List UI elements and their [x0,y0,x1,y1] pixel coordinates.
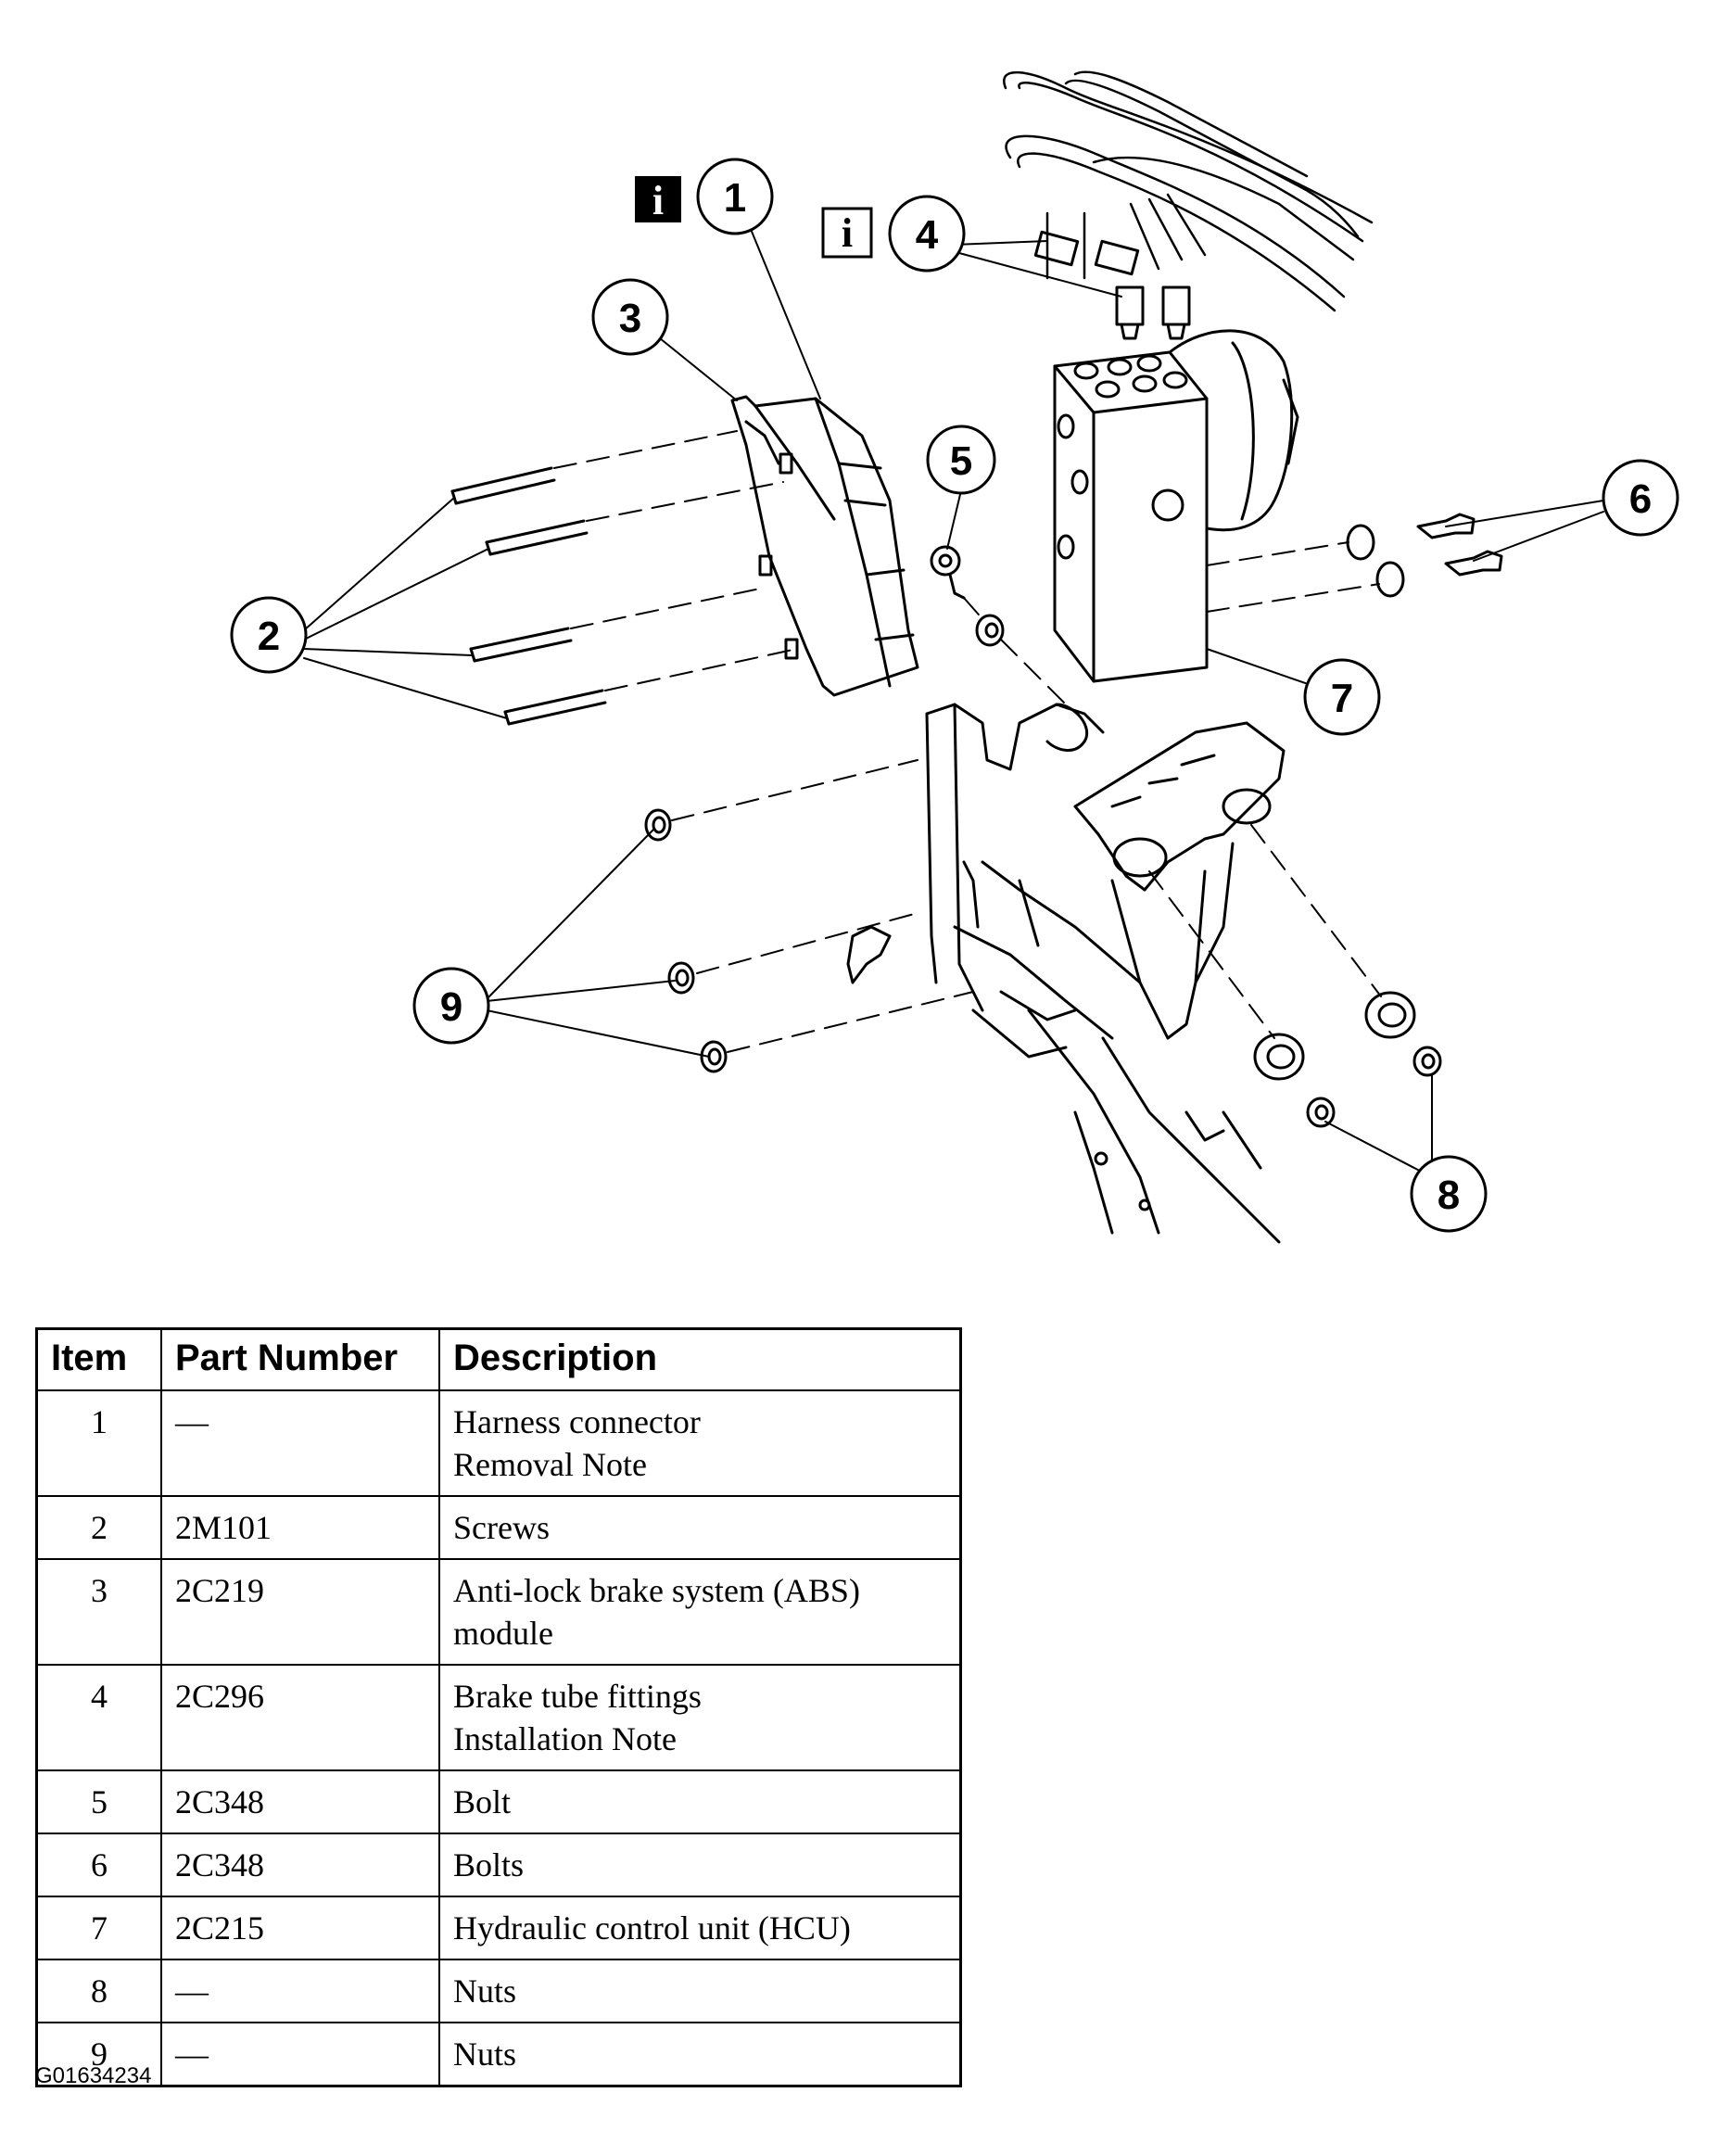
svg-text:i: i [652,178,664,223]
callout-9-label: 9 [440,984,462,1030]
description-cell: Bolts [438,1833,962,1897]
header-part-number: Part Number [160,1327,440,1391]
table-row: 7 2C215 Hydraulic control unit (HCU) [35,1896,962,1960]
item-cell: 7 [35,1896,162,1960]
description-text: Anti-lock brake system (ABS) [453,1572,860,1609]
item-cell: 2 [35,1495,162,1560]
nuts [644,808,1442,1128]
callout-7-label: 7 [1331,676,1353,721]
abs-module [730,395,919,697]
table-row: 3 2C219 Anti-lock brake system (ABS) modu… [35,1558,962,1666]
leader-lines [303,217,1604,1178]
description-note: module [453,1615,553,1652]
item-cell: 1 [35,1389,162,1497]
info-icon-dark: i [635,176,681,223]
callout-6-label: 6 [1629,476,1652,522]
alignment-lines [553,430,1382,1053]
callout-1-label: 1 [724,175,746,221]
description-note: Removal Note [453,1446,647,1483]
callout-circles [230,158,1679,1233]
description-cell: Bolt [438,1769,962,1834]
item-cell: 6 [35,1833,162,1897]
description-cell: Screws [438,1495,962,1560]
header-description: Description [438,1327,962,1391]
item-cell: 3 [35,1558,162,1666]
exploded-view-diagram: i i 1 2 3 4 5 6 7 8 9 [230,70,1679,1244]
part-number-cell: 2C348 [160,1833,440,1897]
hcu-bolts [930,513,1503,647]
part-number-cell: 2C215 [160,1896,440,1960]
table-row: 5 2C348 Bolt [35,1769,962,1834]
figure-id: G01634234 [35,2063,152,2088]
description-cell: Anti-lock brake system (ABS) module [438,1558,962,1666]
item-cell: 9 [35,2022,162,2087]
callout-2-label: 2 [258,614,280,659]
part-number-cell: — [160,2022,440,2087]
header-item: Item [35,1327,162,1391]
description-note: Installation Note [453,1720,677,1757]
part-number-cell: 2C296 [160,1664,440,1771]
info-icon-light: i [821,207,873,259]
callout-4-label: 4 [916,212,939,258]
item-cell: 8 [35,1959,162,2023]
parts-table: Item Part Number Description 1 — Harness… [35,1327,962,2087]
description-cell: Nuts [438,2022,962,2087]
part-number-cell: 2C348 [160,1769,440,1834]
abs-screws [450,466,607,726]
description-text: Brake tube fittings [453,1678,702,1715]
part-number-cell: — [160,1959,440,2023]
callout-8-label: 8 [1438,1173,1460,1218]
hcu-block [1053,329,1299,683]
svg-text:i: i [842,210,853,256]
table-row: 8 — Nuts [35,1959,962,2023]
description-cell: Nuts [438,1959,962,2023]
description-cell: Hydraulic control unit (HCU) [438,1896,962,1960]
callout-5-label: 5 [950,438,972,484]
brake-tube-fittings [1033,230,1191,340]
item-cell: 5 [35,1769,162,1834]
part-number-cell: 2C219 [160,1558,440,1666]
mounting-bracket [846,703,1286,1244]
brake-tubes [1003,70,1374,312]
table-row: 2 2M101 Screws [35,1495,962,1560]
table-header-row: Item Part Number Description [35,1327,962,1391]
table-row: 6 2C348 Bolts [35,1833,962,1897]
part-number-cell: 2M101 [160,1495,440,1560]
part-number-cell: — [160,1389,440,1497]
item-cell: 4 [35,1664,162,1771]
table-row: 9 — Nuts [35,2022,962,2087]
description-text: Harness connector [453,1403,701,1440]
callout-3-label: 3 [619,296,641,341]
